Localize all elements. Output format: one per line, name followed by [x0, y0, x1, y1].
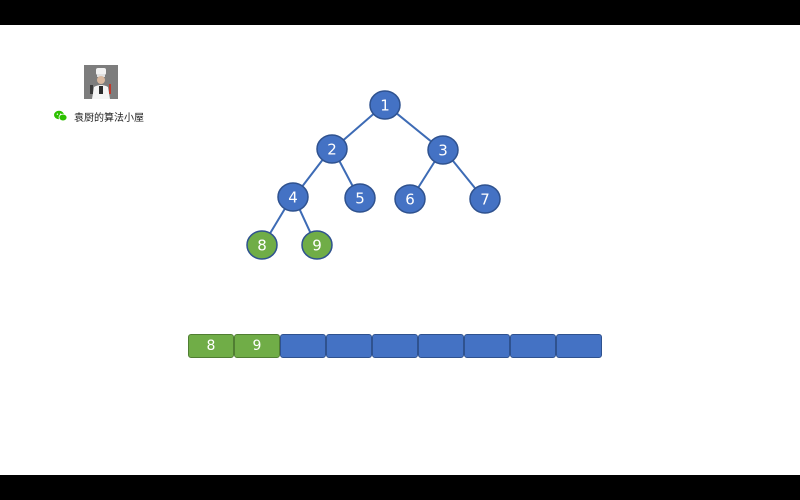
tree-edge-4-9: [298, 209, 312, 233]
tree-node-label: 8: [257, 237, 267, 255]
tree-node-9: 9: [301, 230, 333, 260]
tree-edge-2-4: [301, 159, 324, 187]
tree-edge-3-7: [451, 160, 477, 189]
tree-edge-1-2: [342, 113, 375, 141]
brand-name: 袁厨的算法小屋: [74, 112, 144, 124]
array-cell-1: 9: [234, 334, 280, 358]
tree-node-label: 4: [288, 189, 298, 207]
tree-node-circle: [469, 184, 501, 214]
tree-node-circle: [277, 182, 309, 212]
tree-node-circle: [369, 90, 401, 120]
tree-node-label: 1: [380, 97, 390, 115]
array-cell-7: [510, 334, 556, 358]
array-cell-3: [326, 334, 372, 358]
array-cell-6: [464, 334, 510, 358]
tree-node-circle: [301, 230, 333, 260]
tree-node-label: 5: [355, 190, 365, 208]
tree-node-label: 3: [438, 142, 448, 160]
tree-node-7: 7: [469, 184, 501, 214]
tree-node-5: 5: [344, 183, 376, 213]
brand-line: 袁厨的算法小屋: [54, 108, 144, 124]
tree-node-label: 7: [480, 191, 490, 209]
tree-node-4: 4: [277, 182, 309, 212]
tree-node-circle: [394, 184, 426, 214]
tree-node-6: 6: [394, 184, 426, 214]
tree-node-label: 2: [327, 141, 337, 159]
tree-node-1: 1: [369, 90, 401, 120]
array-cell-2: [280, 334, 326, 358]
binary-tree: 1 2 3 4 5 6 7 8 9: [246, 90, 501, 260]
tree-node-label: 9: [312, 237, 322, 255]
array-cell-8: [556, 334, 602, 358]
wechat-icon: [54, 110, 67, 122]
array-cell-0: 8: [188, 334, 234, 358]
tree-edge-4-8: [269, 208, 286, 234]
tree-node-2: 2: [316, 134, 348, 164]
tree-node-circle: [316, 134, 348, 164]
tree-node-circle: [246, 230, 278, 260]
tree-node-circle: [344, 183, 376, 213]
tree-node-circle: [427, 135, 459, 165]
chef-avatar: [84, 65, 118, 99]
tree-edge-2-5: [338, 160, 354, 187]
tree-node-3: 3: [427, 135, 459, 165]
tree-edge-1-3: [396, 112, 432, 143]
array-cell-5: [418, 334, 464, 358]
tree-node-label: 6: [405, 191, 415, 209]
array-cell-4: [372, 334, 418, 358]
tree-edge-3-6: [417, 161, 436, 188]
tree-node-8: 8: [246, 230, 278, 260]
